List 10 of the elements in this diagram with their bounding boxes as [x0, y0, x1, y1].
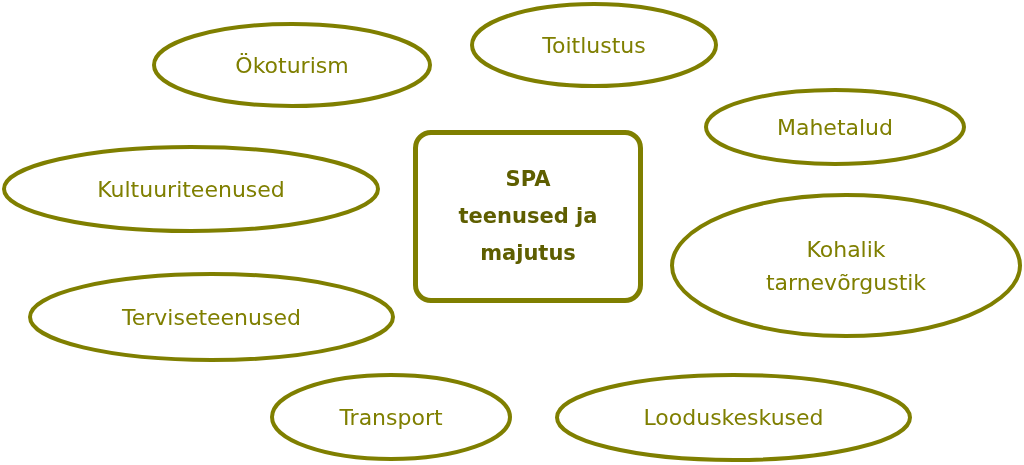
topic-label: Terviseteenused	[122, 303, 301, 332]
topic-label: Toitlustus	[542, 31, 646, 60]
topic-label: Transport	[339, 403, 443, 432]
topic-label: Kohalik tarnevõrgustik	[764, 235, 928, 297]
central-label: SPA teenused ja majutus	[457, 166, 599, 267]
topic-label: Ökoturism	[235, 51, 349, 80]
central-box	[413, 130, 643, 303]
topic-label: Kultuuriteenused	[97, 175, 285, 204]
topic-label: Mahetalud	[776, 113, 894, 142]
topic-label: Looduskeskused	[643, 404, 824, 432]
